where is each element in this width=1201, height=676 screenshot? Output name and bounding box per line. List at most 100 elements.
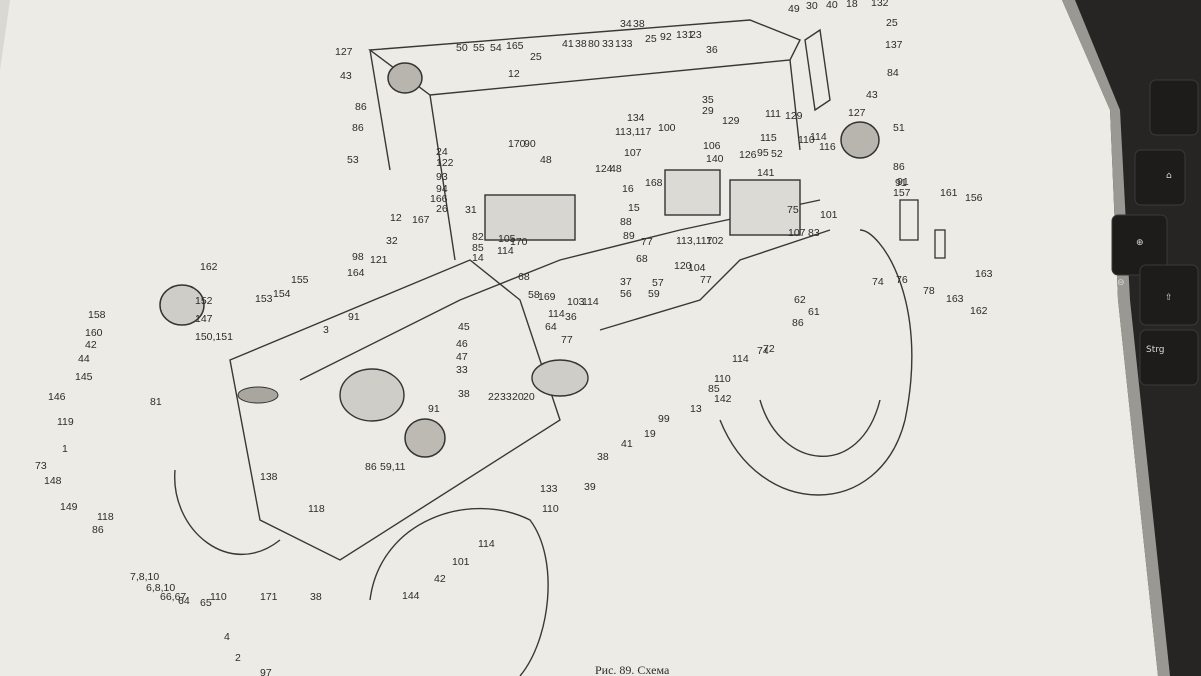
front-wheel-left (174, 469, 281, 556)
part-number-label: 162 (200, 261, 218, 273)
cab-roof (368, 19, 801, 96)
part-number-label: 148 (44, 475, 62, 487)
part-number-label: 104 (688, 262, 706, 274)
part-number-label: 126 (739, 149, 757, 161)
part-number-label: 107 (788, 227, 806, 239)
part-number-label: 170 (508, 138, 526, 150)
part-number-label: 25 (530, 51, 542, 63)
part-number-label: 77 (561, 334, 573, 346)
part-number-label: 56 (620, 288, 632, 300)
part-number-label: 88 (620, 216, 632, 228)
starter-motor (531, 359, 589, 397)
part-number-label: 59,11 (380, 461, 406, 473)
part-number-label: 93 (436, 171, 448, 183)
part-number-label: 39 (584, 481, 596, 493)
part-number-label: 48 (540, 154, 552, 166)
part-number-label: 140 (706, 153, 724, 165)
part-number-label: 86 (893, 161, 905, 173)
hood-body (229, 259, 561, 561)
part-number-label: 66,67 (160, 591, 186, 603)
part-number-label: 120 (674, 260, 692, 272)
part-number-label: 22 (488, 391, 500, 403)
part-number-label: 106 (703, 140, 721, 152)
part-number-label: 110 (210, 591, 227, 603)
part-number-label: 53 (347, 154, 359, 166)
part-number-label: 92 (660, 31, 672, 43)
part-number-label: 91 (348, 311, 360, 323)
part-number-label: 68 (518, 271, 530, 283)
part-number-label: 133 (615, 38, 633, 50)
part-number-label: 132 (871, 0, 889, 9)
part-number-label: 77 (700, 274, 712, 286)
part-number-label: 86 (92, 524, 104, 536)
part-number-label: 31 (465, 204, 477, 216)
tractor-line-art (174, 19, 913, 676)
part-number-label: 141 (757, 167, 775, 179)
part-number-label: 114 (582, 296, 599, 308)
part-number-label: 42 (85, 339, 97, 351)
part-number-label: 73 (35, 460, 47, 472)
part-number-label: 134 (627, 112, 645, 124)
rear-wheel-tread (759, 399, 881, 457)
part-number-label: 23 (690, 29, 702, 41)
part-number-label: 129 (785, 110, 803, 122)
headlight-front-right (404, 418, 446, 458)
seat (237, 386, 279, 404)
part-number-label: 49 (788, 3, 800, 15)
instrument-panel (484, 194, 576, 241)
part-number-label: 30 (806, 0, 818, 12)
part-number-label: 6,8,10 (146, 582, 175, 594)
part-number-label: 105 (498, 233, 516, 245)
part-number-label: 111 (765, 108, 781, 120)
part-number-label: 29 (702, 105, 714, 117)
part-number-label: 80 (588, 38, 600, 50)
part-number-label: 86 (792, 317, 804, 329)
part-number-label: 12 (390, 212, 402, 224)
generator (339, 368, 405, 422)
part-number-label: 153 (255, 293, 273, 305)
part-number-label: 118 (97, 511, 114, 523)
part-number-label: 113,117 (615, 126, 652, 138)
part-number-label: 74 (872, 276, 884, 288)
paper-shadow (1062, 0, 1170, 676)
part-number-label: 131 (676, 29, 694, 41)
part-number-label: 164 (347, 267, 365, 279)
part-number-label: 95 (757, 147, 769, 159)
part-number-label: 124 (595, 163, 613, 175)
part-number-label: 121 (370, 254, 388, 266)
part-number-label: 41 (562, 38, 574, 50)
part-number-label: 85 (472, 242, 484, 254)
part-number-label: 114 (548, 308, 565, 320)
part-number-label: 110 (714, 373, 731, 385)
part-number-label: 36 (706, 44, 718, 56)
part-number-label: 165 (506, 40, 524, 52)
part-number-label: 167 (412, 214, 430, 226)
part-number-label: 127 (335, 46, 353, 58)
part-number-label: 62 (794, 294, 806, 306)
part-number-label: 41 (621, 438, 633, 450)
part-number-label: 33 (500, 391, 512, 403)
part-number-label: 20 (523, 391, 535, 403)
part-number-label: 116 (819, 141, 836, 153)
part-number-label: 91 (897, 176, 909, 188)
part-number-label: 76 (896, 274, 908, 286)
part-number-label: 118 (308, 503, 325, 515)
part-number-label: 2 (235, 652, 241, 664)
part-number-label: 152 (195, 295, 213, 307)
part-number-label: 58 (528, 289, 540, 301)
part-number-label: 7,8,10 (130, 571, 159, 583)
part-number-label: 25 (886, 17, 898, 29)
part-number-label: 150,151 (195, 331, 233, 343)
part-number-label: 102 (706, 235, 724, 247)
part-number-label: 24 (436, 146, 448, 158)
part-number-label: 110 (798, 134, 815, 146)
part-number-label: 38 (458, 388, 470, 400)
part-number-label: 86 (365, 461, 377, 473)
paper-sheet (0, 0, 1158, 676)
part-number-label: 163 (975, 268, 993, 280)
keyboard-key (1139, 329, 1199, 386)
part-number-label: 64 (178, 595, 190, 607)
part-number-label: 149 (60, 501, 78, 513)
part-number-label: 157 (893, 187, 911, 199)
